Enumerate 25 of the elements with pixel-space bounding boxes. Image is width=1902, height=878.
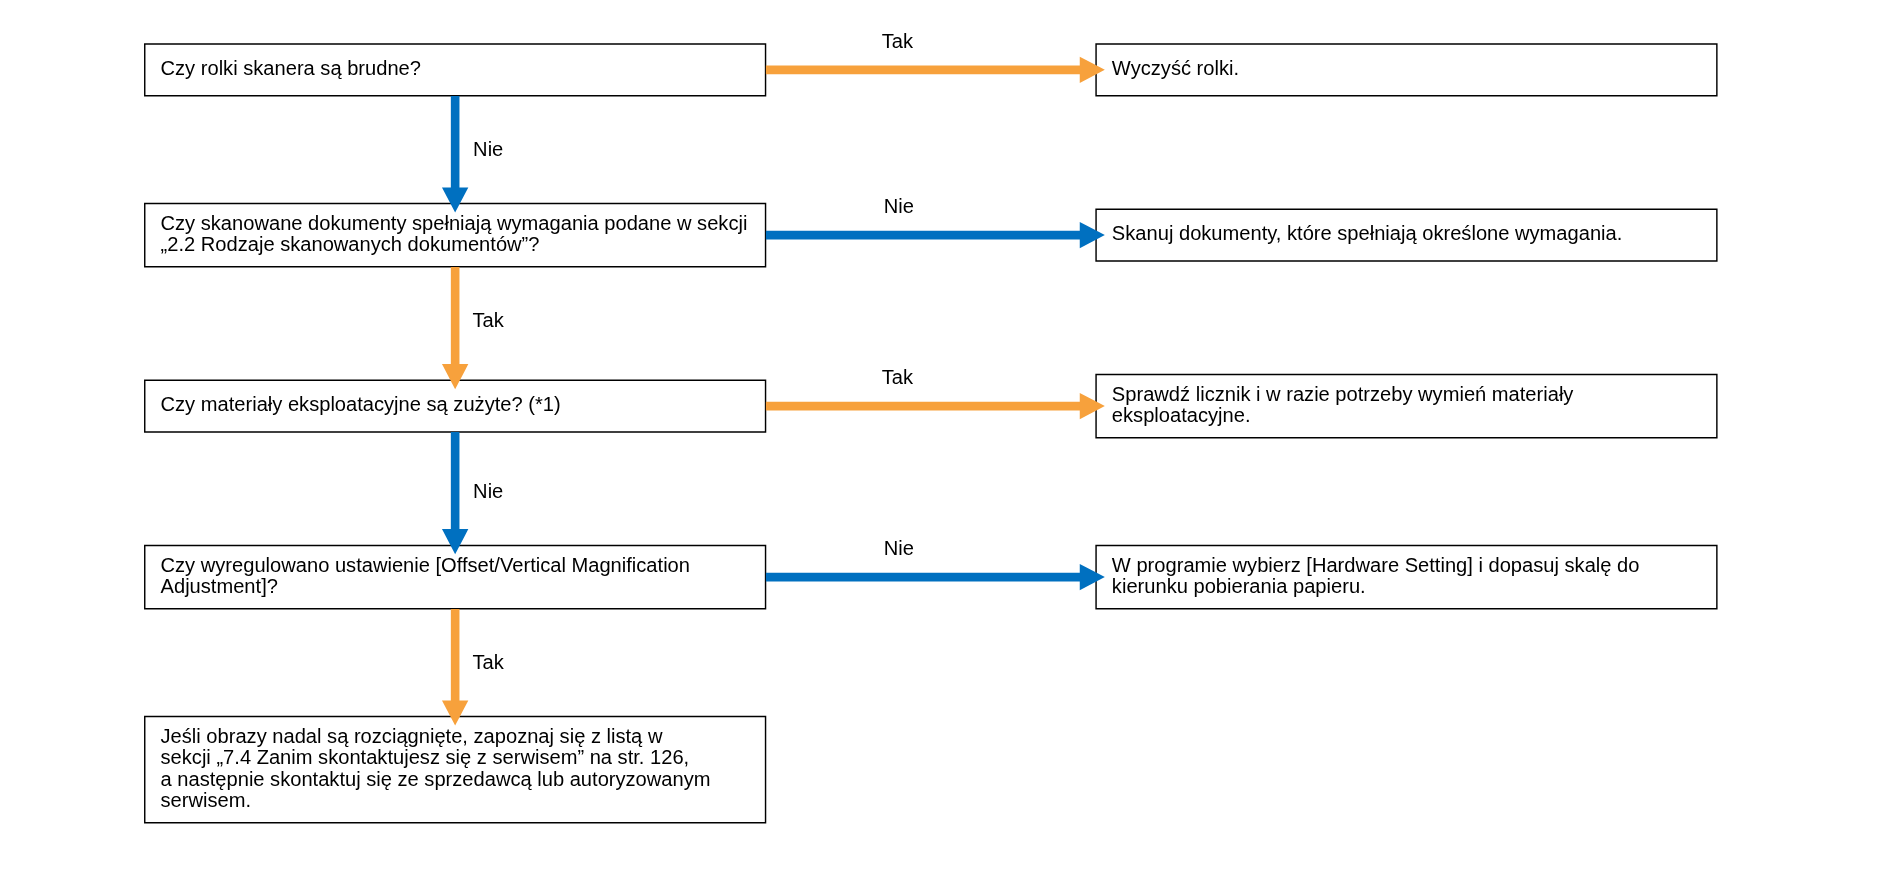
node-box: Skanuj dokumenty, które spełniają określone wymagania. bbox=[1094, 208, 1718, 262]
node-box: W programie wybierz [Hardware Setting] i dopasuj skalę do kierunku pobierania papieru. bbox=[1094, 544, 1718, 610]
arrow bbox=[765, 56, 1105, 83]
node-box: Jeśli obrazy nadal są rozciągnięte, zapoznaj się z listą w sekcji „7.4 Zanim skontaktujesz się z serwisem” na str. 126, a następnie skontaktuj się ze sprzedawcą lub autoryzowanym serwisem. bbox=[143, 715, 766, 824]
arrow bbox=[765, 563, 1105, 591]
arrow bbox=[441, 95, 468, 213]
edge-label: Nie bbox=[883, 195, 914, 218]
edge-label: Nie bbox=[472, 137, 503, 160]
node-box: Sprawdź licznik i w razie potrzeby wymień materiały eksploatacyjne. bbox=[1094, 373, 1718, 439]
node-box: Czy rolki skanera są brudne? bbox=[143, 43, 766, 97]
node-box: Czy wyregulowano ustawienie [Offset/Vertical Magnification Adjustment]? bbox=[143, 544, 766, 610]
node-box: Wyczyść rolki. bbox=[1094, 43, 1718, 97]
arrow bbox=[765, 392, 1105, 420]
arrow bbox=[441, 266, 468, 390]
arrow bbox=[441, 431, 468, 555]
node-box: Czy materiały eksploatacyjne są zużyte? (*1) bbox=[143, 379, 766, 433]
node-box: Czy skanowane dokumenty spełniają wymagania podane w sekcji „2.2 Rodzaje skanowanych dokumentów”? bbox=[143, 202, 766, 268]
edge-label: Nie bbox=[883, 537, 914, 560]
edge-label: Nie bbox=[472, 479, 503, 502]
arrow bbox=[765, 221, 1105, 249]
edge-label: Tak bbox=[881, 366, 913, 389]
edge-label: Tak bbox=[471, 650, 504, 673]
edge-label: Tak bbox=[471, 308, 504, 331]
arrow bbox=[441, 609, 468, 726]
edge-label: Tak bbox=[881, 29, 913, 52]
